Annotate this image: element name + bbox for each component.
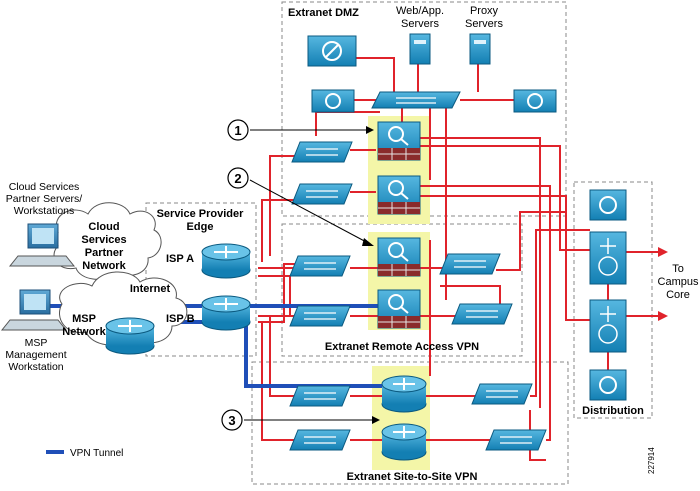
cloud-partner-label-1: Cloud Services xyxy=(9,181,80,193)
cloud-workstation-icon xyxy=(8,223,76,267)
msp-workstation-label-2: Management xyxy=(5,349,66,361)
campus-arrows xyxy=(658,247,668,321)
isp-b-label: ISP B xyxy=(166,313,195,325)
callout-lines xyxy=(244,129,374,421)
callout-1-label: 1 xyxy=(234,123,241,138)
callout-2-circle xyxy=(227,167,249,189)
dmz-load-balancer-left-icon xyxy=(311,89,355,113)
web-app-server-icon xyxy=(409,33,431,65)
msp-workstation-label-1: MSP xyxy=(25,337,48,349)
proxy-label-1: Proxy xyxy=(470,5,499,17)
proxy-server-icon xyxy=(469,33,491,65)
dmz-core-switch-icon xyxy=(371,91,461,109)
site-vpn-zone xyxy=(251,361,569,485)
dmz-firewall-1-icon xyxy=(377,121,421,161)
legend-vpn-label: VPN Tunnel xyxy=(70,448,123,459)
callout-1-circle xyxy=(227,119,249,141)
callout-arrowheads xyxy=(362,126,380,424)
distribution-switch-2-icon xyxy=(589,299,627,353)
cloud-network-label-1: Cloud xyxy=(88,221,119,233)
vpn-router-bottom-icon xyxy=(381,423,427,461)
cloud-partner-label-3: Workstations xyxy=(14,205,75,217)
sp-edge-label-1: Service Provider xyxy=(157,208,245,220)
web-app-label-2: Servers xyxy=(401,18,439,30)
s2s-switch-inner-2-icon xyxy=(485,429,547,451)
ravpn-switch-outer-2-icon xyxy=(289,305,351,327)
msp-router-icon xyxy=(105,317,155,355)
isp-a-label: ISP A xyxy=(166,253,194,265)
figure-id: 227914 xyxy=(647,447,656,474)
s2s-switch-inner-1-icon xyxy=(471,383,533,405)
cloud-network-label-2: Services xyxy=(81,234,126,246)
callout-3-circle xyxy=(221,409,243,431)
dmz-firewall-2-icon xyxy=(377,175,421,215)
dmz-load-balancer-right-icon xyxy=(513,89,557,113)
web-app-label-1: Web/App. xyxy=(396,5,444,17)
ravpn-firewall-1-icon xyxy=(377,237,421,277)
isp-b-router-icon xyxy=(201,295,251,331)
msp-network-label-1: MSP xyxy=(72,313,96,325)
internet-cloud xyxy=(59,271,188,346)
edge-switch-2-icon xyxy=(291,183,353,205)
vpn-router-top-icon xyxy=(381,375,427,413)
dmz-label: Extranet DMZ xyxy=(288,7,359,19)
s2s-switch-outer-2-icon xyxy=(289,429,351,451)
isp-a-router-icon xyxy=(201,243,251,279)
switch-arrows xyxy=(304,97,532,444)
cloud-partner-label-2: Partner Servers/ xyxy=(6,193,83,205)
ravpn-switch-inner-1-icon xyxy=(439,253,501,275)
msp-workstation-label-3: Workstation xyxy=(8,361,63,373)
msp-workstation-icon xyxy=(0,289,68,331)
callout-3-label: 3 xyxy=(228,413,235,428)
msp-network-label-2: Network xyxy=(62,326,106,338)
switches xyxy=(289,91,547,451)
s2s-switch-outer-1-icon xyxy=(289,385,351,407)
ravpn-switch-outer-1-icon xyxy=(289,255,351,277)
distribution-top-lb-icon xyxy=(589,189,627,221)
distribution-label: Distribution xyxy=(582,405,644,417)
cloud-network-label-4: Network xyxy=(82,260,126,272)
site-vpn-label: Extranet Site-to-Site VPN xyxy=(347,471,478,483)
campus-label-1: To xyxy=(672,263,684,275)
remote-vpn-label: Extranet Remote Access VPN xyxy=(325,341,479,353)
sp-edge-label-2: Edge xyxy=(187,221,214,233)
internet-label: Internet xyxy=(130,283,171,295)
cloud-network-label-3: Partner xyxy=(85,247,124,259)
campus-label-2: Campus xyxy=(658,276,699,288)
distribution-zone xyxy=(573,181,653,419)
edge-switch-1-icon xyxy=(291,141,353,163)
ravpn-switch-inner-2-icon xyxy=(451,303,513,325)
campus-label-3: Core xyxy=(666,289,690,301)
red-links xyxy=(258,57,660,461)
proxy-label-2: Servers xyxy=(465,18,503,30)
distribution-switch-1-icon xyxy=(589,231,627,285)
distribution-bottom-lb-icon xyxy=(589,369,627,401)
ravpn-firewall-2-icon xyxy=(377,289,421,329)
callout-2-label: 2 xyxy=(234,171,241,186)
dmz-appliance-icon xyxy=(307,35,357,67)
